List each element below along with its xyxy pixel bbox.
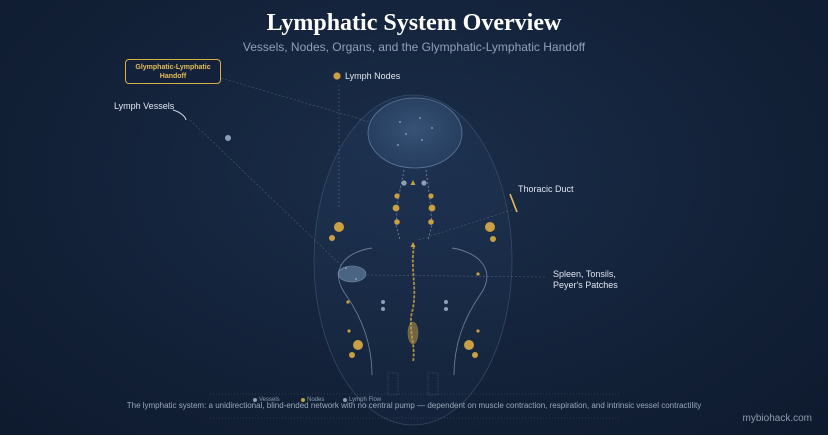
thoracic-duct-label: Thoracic Duct (518, 184, 574, 194)
cisterna-chyli (407, 321, 419, 345)
organs-label-line-2: Peyer's Patches (553, 280, 618, 290)
body-vessel-dots (225, 135, 448, 311)
lymph-vessels-label: Lymph Vessels (114, 101, 175, 111)
left-arm-vessel (338, 247, 373, 376)
lymph-nodes-label: Lymph Nodes (345, 71, 401, 81)
glymphatic-handoff-callout: Glymphatic-Lymphatic Handoff (125, 59, 221, 84)
thoracic-duct-marker (509, 193, 518, 213)
lymph-vessel-arc (172, 109, 187, 121)
callout-line-1: Glymphatic-Lymphatic (135, 64, 211, 71)
legend-flow-marker (343, 398, 347, 402)
page-title: Lymphatic System Overview (266, 10, 562, 36)
legend-vessels-marker (253, 398, 257, 402)
brain-region (367, 97, 463, 169)
right-arm-vessel (451, 247, 488, 376)
neck-nodes (392, 180, 436, 247)
legend-vessels: Vessels (259, 397, 280, 403)
callout-connector (220, 77, 371, 123)
spleen-organ (337, 265, 367, 283)
legend-lymph-flow: Lymph Flow (349, 397, 382, 403)
thoracic-duct-connector (417, 209, 513, 241)
legend-nodes-marker (301, 398, 305, 402)
brain-dots (397, 117, 433, 146)
organs-label-line-1: Spleen, Tonsils, (553, 269, 616, 279)
callout-line-2: Handoff (159, 73, 187, 80)
body-lymph-nodes (329, 72, 496, 358)
footer-caption: The lymphatic system: a unidirectional, … (126, 401, 702, 410)
legend-nodes: Nodes (307, 397, 325, 403)
page-subtitle: Vessels, Nodes, Organs, and the Glymphat… (242, 40, 586, 54)
organs-connector (365, 274, 546, 278)
lymph-vessels-connector (189, 119, 347, 271)
right-leg-vessels (427, 372, 439, 396)
left-leg-vessels (387, 372, 399, 396)
watermark: mybiohack.com (742, 413, 812, 424)
thoracic-duct-path (409, 245, 416, 363)
